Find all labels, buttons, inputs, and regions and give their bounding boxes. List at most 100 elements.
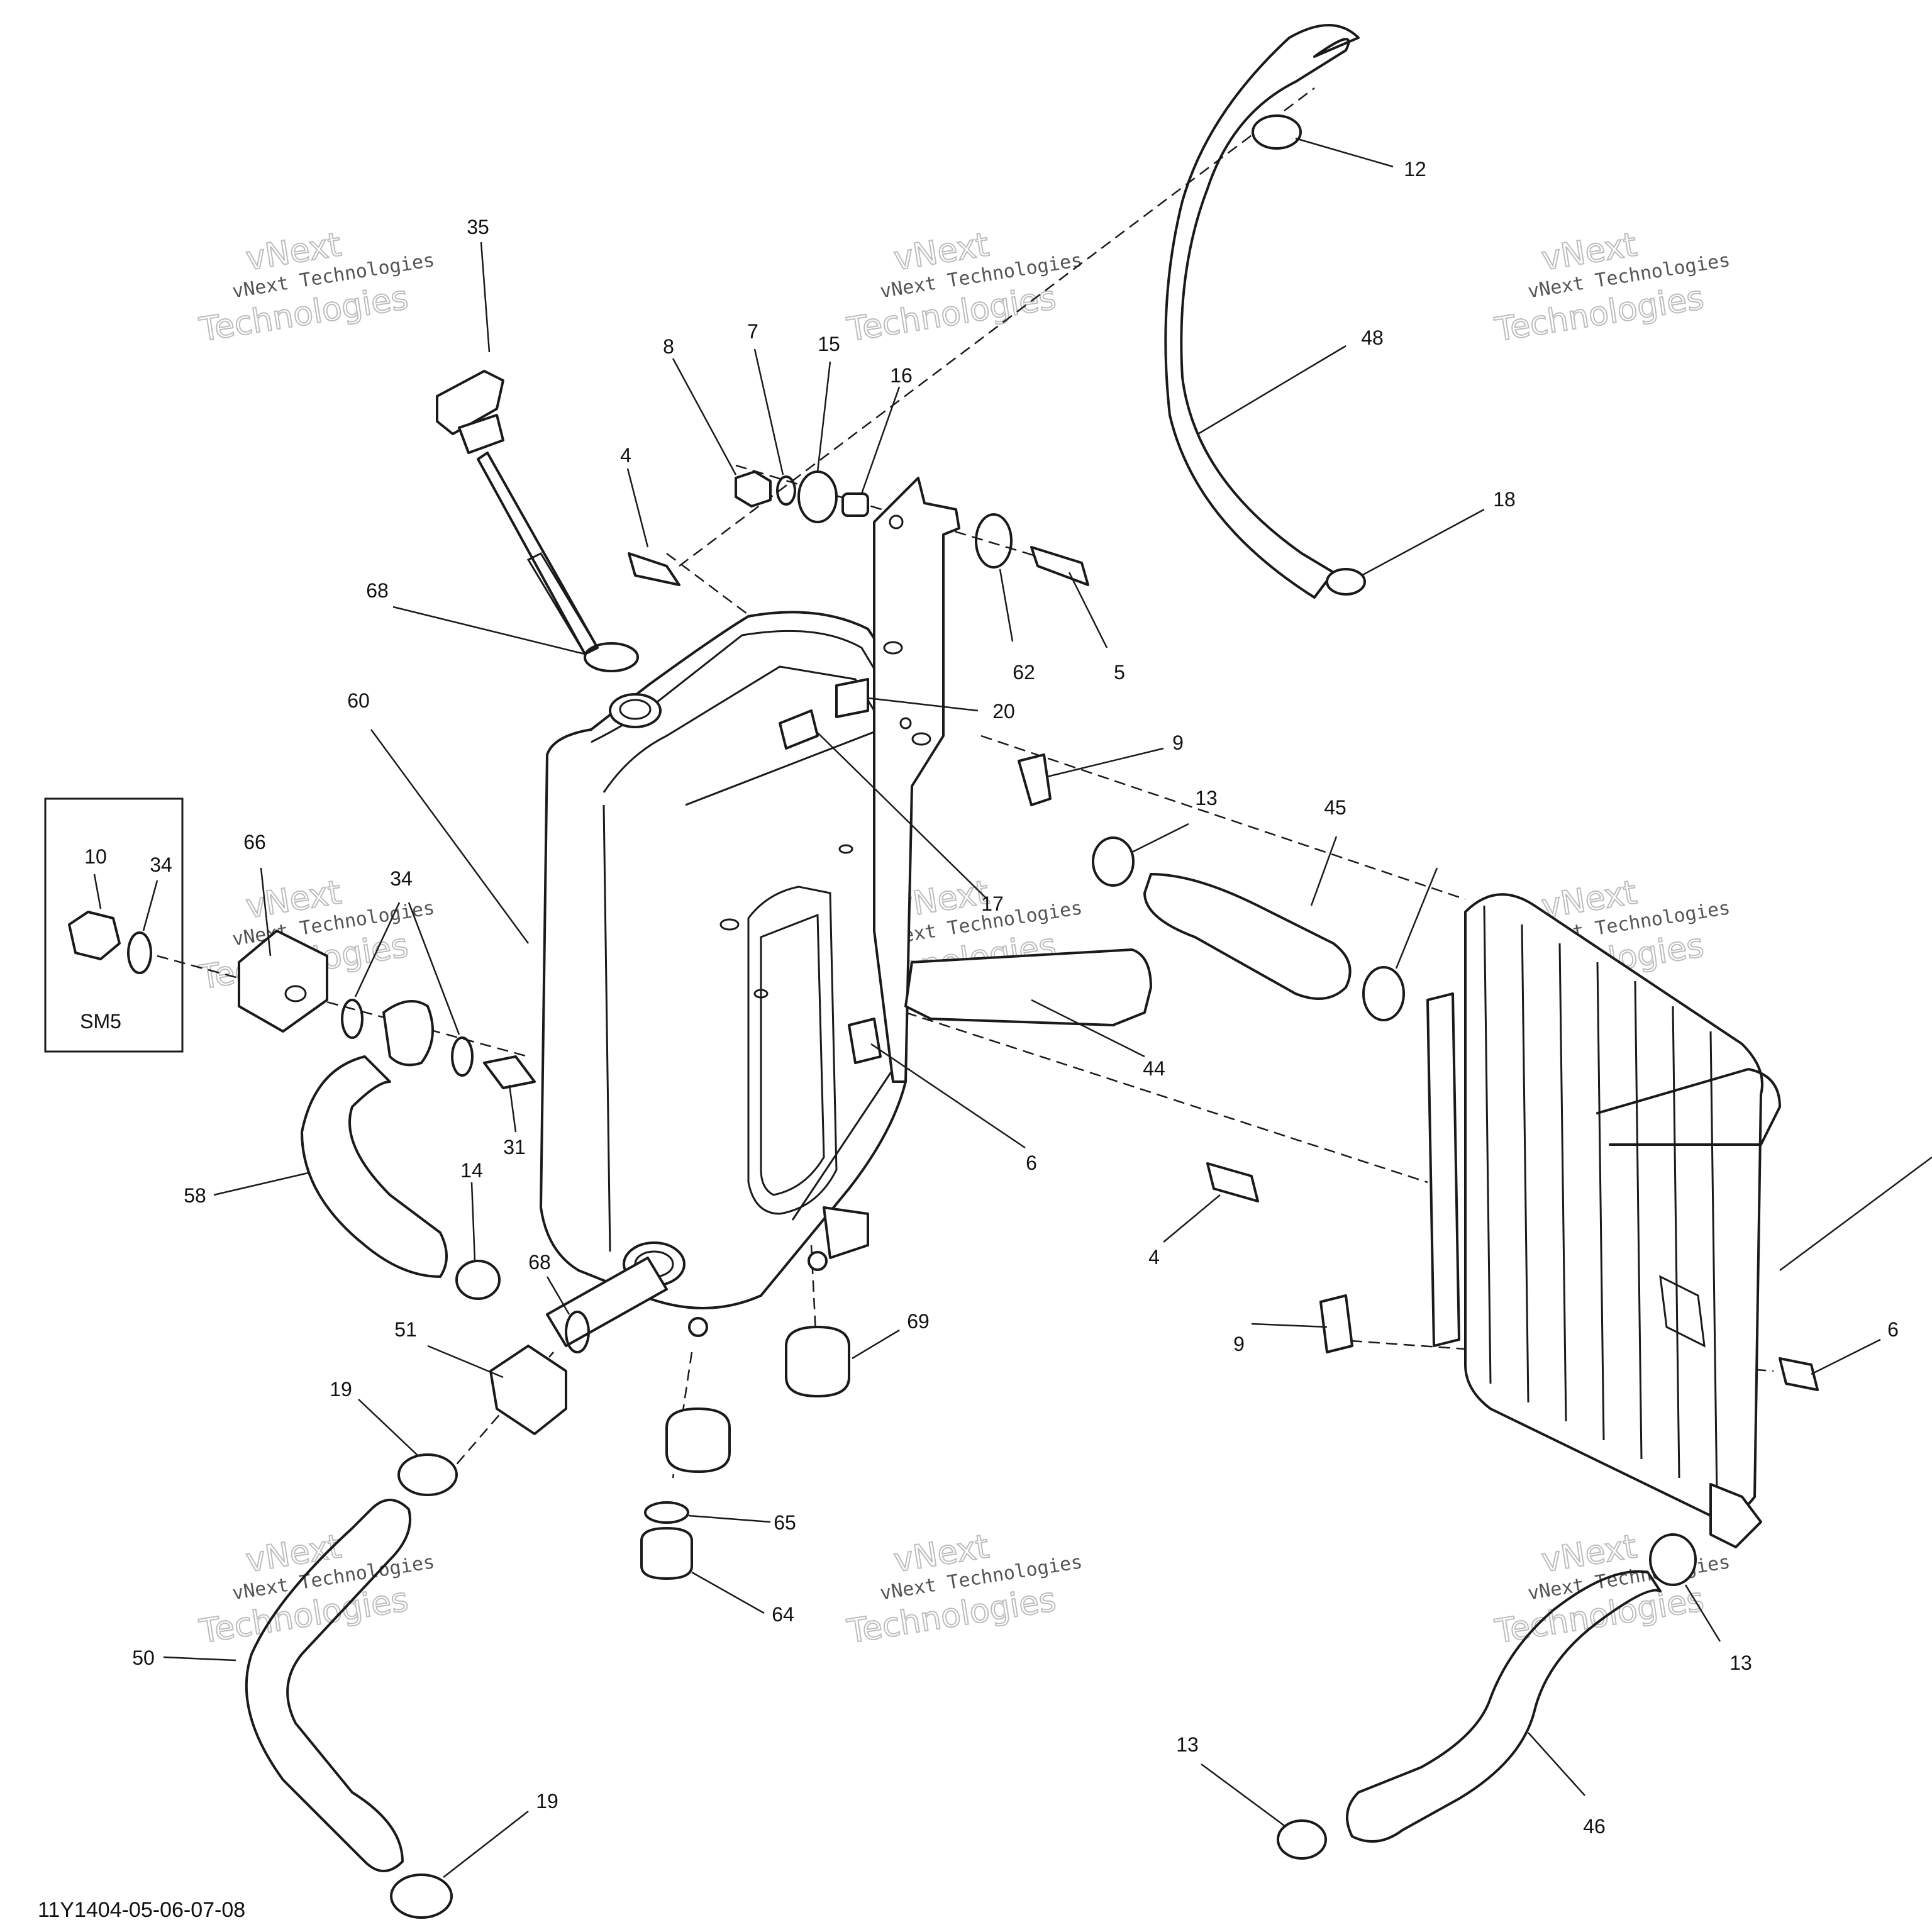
watermark-group: vNext vNext Technologies Technologies vN… [196, 225, 1732, 1652]
callout-50: 50 [132, 1646, 155, 1669]
callout-46: 46 [1583, 1815, 1606, 1838]
speed-nut-part-9-lower [1319, 1294, 1353, 1353]
drawing-code: 11Y1404-05-06-07-08 [38, 1898, 246, 1922]
assembly-axis-lines [157, 87, 1774, 1491]
clamp-part-13-b [1362, 966, 1405, 1021]
inset-callout-10: 10 [84, 845, 107, 868]
speed-nut-part-9 [1018, 753, 1052, 806]
clamp-part-19-lower [390, 1874, 453, 1919]
callout-13-c: 13 [1729, 1652, 1752, 1674]
clamp-part-13-a [1092, 836, 1135, 887]
callout-48: 48 [1361, 326, 1384, 349]
drain-plug-part-64 [640, 1527, 693, 1580]
callout-6-mid: 6 [1026, 1152, 1037, 1174]
callout-19-lower: 19 [536, 1790, 558, 1813]
hose-part-58 [301, 1055, 448, 1278]
callout-68-lower: 68 [528, 1251, 551, 1274]
watermark: vNext vNext Technologies Technologies [196, 225, 436, 350]
outlet-fitting-part-51 [489, 1345, 567, 1435]
clamp-part-18 [1326, 568, 1366, 596]
drain-plug-part-10 [68, 911, 121, 960]
callout-15: 15 [818, 333, 840, 355]
callout-60: 60 [347, 689, 370, 712]
callout-35: 35 [467, 216, 489, 238]
mounting-hardware-group [483, 470, 1819, 1391]
callout-17: 17 [981, 892, 1004, 915]
clamp-part-19-upper [397, 1453, 458, 1496]
clamp-part-13-d [1277, 1819, 1327, 1860]
clamp-part-12 [1252, 114, 1302, 150]
callout-8: 8 [663, 335, 674, 358]
bolt-part-4-lower [1206, 1162, 1259, 1202]
washer-part-34 [127, 931, 152, 974]
washer-part-34-right [451, 1036, 474, 1077]
callout-44: 44 [1143, 1057, 1165, 1080]
tank-outlet-tube [546, 1257, 668, 1347]
watermark: vNext vNext Technologies Technologies [1492, 1527, 1732, 1652]
banjo-fitting-assembly [238, 930, 474, 1077]
callout-66: 66 [243, 831, 266, 853]
watermark: vNext vNext Technologies Technologies [844, 1527, 1084, 1652]
watermark: vNext vNext Technologies Technologies [844, 225, 1084, 350]
callout-leaders [163, 137, 1932, 1878]
grommet-part-69-lower [665, 1407, 731, 1473]
callout-51: 51 [394, 1318, 417, 1341]
callout-numbers: 35 4 8 7 15 16 12 48 18 68 5 62 20 60 9 … [132, 158, 1899, 1838]
fitting-part-6-right [1779, 1357, 1819, 1391]
callout-34: 34 [390, 867, 413, 890]
bolt-part-4-top [628, 552, 680, 586]
callout-13-a: 13 [1195, 787, 1218, 809]
grommet-part-69 [785, 1326, 850, 1397]
callout-64: 64 [772, 1603, 794, 1626]
banjo-eye [382, 1000, 434, 1067]
washer-part-62 [975, 513, 1013, 569]
callout-6-right: 6 [1887, 1318, 1899, 1341]
callout-9-lower: 9 [1233, 1333, 1245, 1355]
nut-part-8 [735, 470, 772, 508]
hose-part-45 [1143, 873, 1352, 1000]
callout-45: 45 [1324, 796, 1346, 819]
callout-7: 7 [747, 320, 758, 343]
sensor-part-20 [835, 678, 869, 718]
clamp-part-14 [455, 1260, 501, 1300]
dipstick-part-35 [436, 370, 599, 655]
washer-part-34-left [341, 999, 364, 1039]
callout-14: 14 [460, 1159, 483, 1182]
fitting-part-6 [848, 1018, 882, 1064]
banjo-fitting-part-66 [238, 930, 328, 1033]
bracket-arm-part-44 [904, 948, 1152, 1026]
callout-9-top: 9 [1172, 731, 1184, 754]
watermark: vNext vNext Technologies Technologies [1492, 225, 1732, 350]
inset-sm5: 10 34 SM5 [44, 797, 184, 1053]
inset-callout-34: 34 [150, 853, 172, 876]
o-ring-part-68 [584, 642, 639, 672]
clamp-part-13-c [1649, 1533, 1697, 1586]
banjo-bolt-part-31 [483, 1055, 536, 1089]
bolt-part-5 [1030, 546, 1089, 586]
callout-19-upper: 19 [330, 1378, 352, 1401]
bolt-part-17 [779, 709, 819, 750]
callout-69: 69 [907, 1310, 930, 1333]
callout-4-top: 4 [620, 444, 631, 467]
callout-13-d: 13 [1176, 1733, 1199, 1756]
callout-62: 62 [1013, 661, 1035, 684]
watermark: vNext vNext Technologies Technologies [196, 1527, 436, 1652]
oil-cooler-radiator [1426, 893, 1781, 1586]
grommet-part-15 [797, 470, 838, 523]
hose-part-50 [245, 1499, 411, 1872]
callout-31: 31 [503, 1136, 526, 1158]
callout-65: 65 [774, 1511, 796, 1534]
hose-part-46 [1346, 1570, 1662, 1843]
callout-4-lower: 4 [1148, 1246, 1160, 1269]
hose-part-48 [1164, 24, 1360, 599]
spacer-part-16 [841, 492, 869, 517]
callout-5: 5 [1114, 661, 1125, 684]
callout-58: 58 [184, 1184, 206, 1207]
callout-68-top: 68 [366, 579, 389, 602]
o-ring-part-68-lower [565, 1311, 590, 1353]
inset-label: SM5 [80, 1010, 121, 1033]
oil-tank-part-60 [540, 611, 907, 1337]
callout-12: 12 [1404, 158, 1426, 180]
o-ring-part-65 [644, 1501, 689, 1524]
